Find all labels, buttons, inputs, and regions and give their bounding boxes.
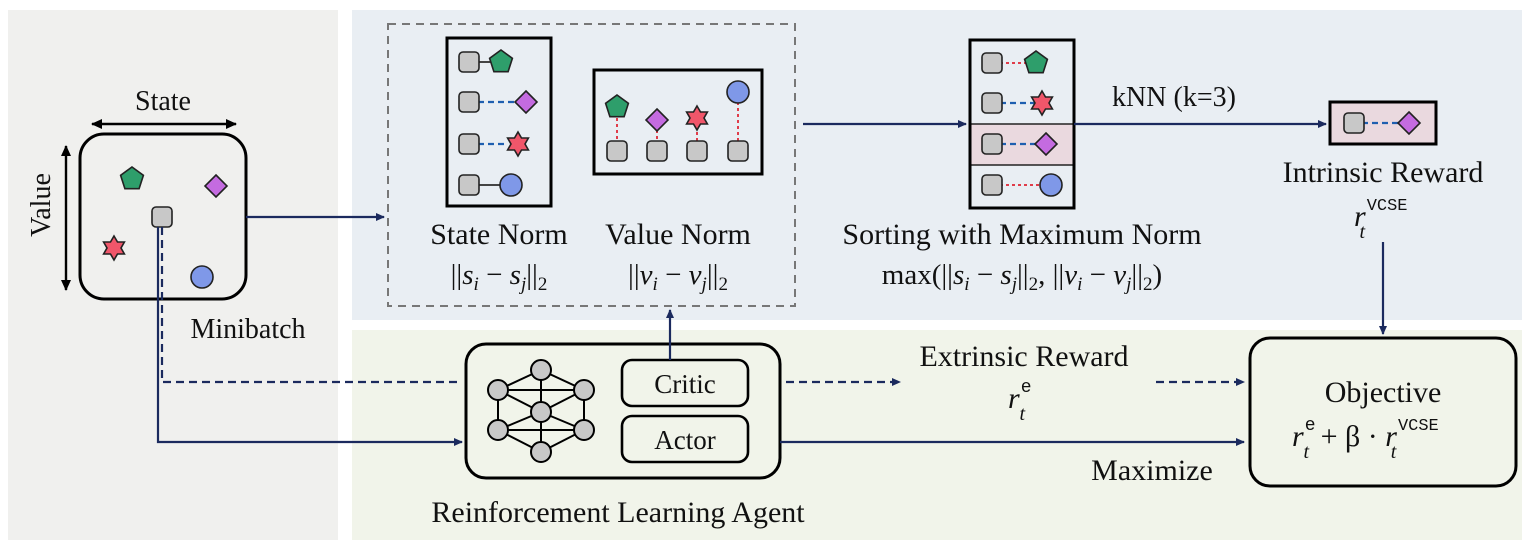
state-norm-label: State Norm	[430, 218, 567, 251]
circle-marker	[190, 265, 214, 289]
neural-network-icon	[487, 359, 595, 463]
critic-box	[620, 358, 750, 408]
state-norm-formula: ||si − sj||2	[451, 259, 548, 295]
state-axis-label: State	[135, 86, 191, 117]
actor-label: Actor	[654, 425, 715, 455]
state-norm-panel	[445, 36, 553, 208]
objective-label: Objective	[1325, 376, 1442, 409]
sorting-formula: max(||si − sj||2, ||vi − vj||2)	[882, 259, 1162, 295]
sorting-label: Sorting with Maximum Norm	[842, 218, 1201, 251]
value-norm-formula: ||vi − vj||2	[628, 259, 728, 295]
critic-label: Critic	[654, 369, 716, 399]
minibatch-label: Minibatch	[190, 314, 305, 345]
minibatch-group: State Value Minibatch	[26, 86, 306, 345]
sorting-panel	[968, 38, 1076, 210]
value-norm-panel	[592, 68, 764, 176]
agent-group: Critic Actor	[464, 342, 782, 480]
maximize-label: Maximize	[1091, 454, 1213, 487]
objective-box	[1248, 336, 1518, 488]
minibatch-to-agent-dashed	[160, 227, 462, 384]
actor-box	[620, 414, 750, 464]
intrinsic-reward-box	[1328, 100, 1438, 146]
agent-label: Reinforcement Learning Agent	[431, 496, 805, 529]
value-axis-label: Value	[26, 173, 57, 237]
norms-dashed-box	[387, 23, 796, 307]
minibatch-to-agent-solid	[156, 227, 463, 446]
value-norm-label: Value Norm	[605, 218, 751, 251]
knn-label: kNN (k=3)	[1112, 82, 1236, 113]
extrinsic-reward-label: Extrinsic Reward	[919, 340, 1128, 373]
intrinsic-reward-label: Intrinsic Reward	[1283, 156, 1484, 189]
square-marker	[151, 206, 173, 228]
